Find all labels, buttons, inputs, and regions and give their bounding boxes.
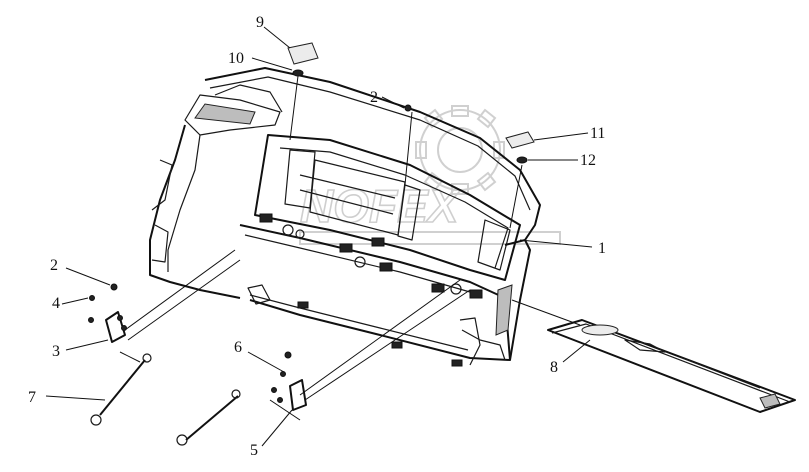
- callout-6: 6: [234, 339, 242, 356]
- clip-part-12: [516, 156, 528, 164]
- callout-12: 12: [580, 152, 596, 169]
- callout-3: 3: [52, 343, 60, 360]
- callout-2-top: 2: [370, 89, 378, 106]
- cover-part-11: [505, 131, 535, 149]
- callout-5: 5: [250, 442, 258, 459]
- switch-row: [259, 213, 483, 299]
- tray-part-8: [547, 319, 796, 413]
- dashboard-housing: [149, 67, 541, 367]
- callout-4: 4: [52, 295, 60, 312]
- screw-part-2-top: [404, 104, 412, 112]
- callout-10: 10: [228, 50, 244, 67]
- leader-lines: [45, 26, 593, 447]
- bracket-part-3: [88, 283, 127, 343]
- callout-11: 11: [590, 125, 605, 142]
- watermark: NOFEX: [299, 105, 561, 245]
- watermark-text: NOFEX: [300, 180, 461, 232]
- bracket-part-5: [176, 351, 307, 446]
- callout-labels: 1 2 2 3 4 5 6 7 8 9 10 11 12: [28, 14, 606, 459]
- callout-8: 8: [550, 359, 558, 376]
- cover-part-9: [287, 42, 319, 65]
- rod-part-7: [90, 353, 152, 426]
- callout-1: 1: [598, 240, 606, 257]
- callout-2-left: 2: [50, 257, 58, 274]
- callout-9: 9: [256, 14, 264, 31]
- clip-part-10: [292, 69, 304, 77]
- callout-7: 7: [28, 389, 36, 406]
